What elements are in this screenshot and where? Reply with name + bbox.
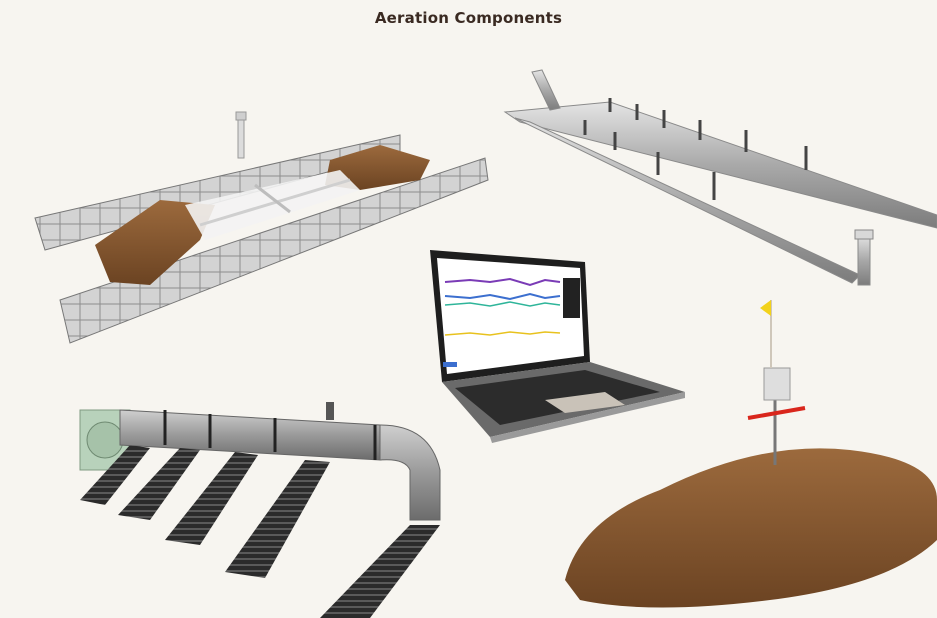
blower-manifold-icon — [79, 402, 441, 618]
in-floor-aeration-trench-icon — [34, 111, 489, 344]
page-title: Aeration Components — [374, 9, 563, 27]
laptop-monitoring-software-icon — [430, 250, 685, 443]
compost-pile-temperature-probe-icon — [565, 300, 937, 608]
aeration-pipe-manifold-icon — [503, 69, 937, 286]
